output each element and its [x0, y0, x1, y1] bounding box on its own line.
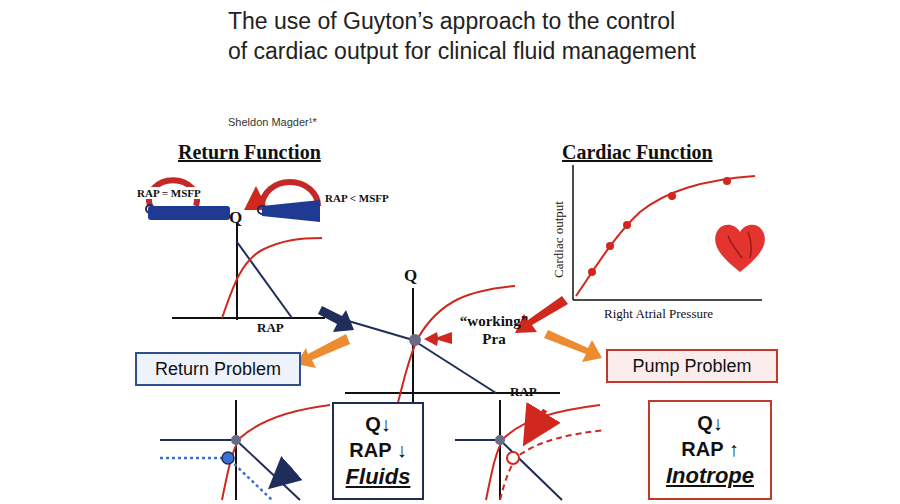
- return-graph: [172, 224, 325, 320]
- cardiac-graph: [573, 165, 765, 300]
- operating-point-label: “working” Pra: [455, 312, 533, 348]
- author: Sheldon Magder¹*: [228, 116, 317, 128]
- box-text: Q↓: [697, 410, 723, 436]
- pump-icon-less: [256, 182, 320, 222]
- problem-box: Return Problem: [135, 352, 301, 386]
- pump-problem-graph: [455, 400, 605, 500]
- pump-label: RAP = MSFP: [136, 187, 202, 199]
- treatment-box: Q↓RAP ↓Fluids: [332, 402, 424, 500]
- axis-label: RAP: [257, 320, 284, 336]
- axis-label: Cardiac output: [551, 201, 567, 278]
- section-heading: Cardiac Function: [562, 141, 713, 164]
- axis-label: Right Atrial Pressure: [604, 306, 713, 322]
- box-text: Return Problem: [155, 359, 281, 380]
- pump-label: RAP < MSFP: [324, 192, 390, 204]
- axis-label: Q: [229, 208, 242, 228]
- heart-icon: [715, 225, 765, 272]
- box-text: Fluids: [346, 463, 411, 491]
- box-text: Q↓: [365, 411, 391, 437]
- box-text: RAP ↓: [349, 437, 406, 463]
- title: The use of Guyton’s approach to the cont…: [228, 6, 698, 66]
- box-text: Pump Problem: [632, 356, 751, 377]
- axis-label: RAP: [510, 384, 537, 400]
- pump-problem-arrow: [544, 330, 602, 362]
- treatment-box: Q↓RAP ↑Inotrope: [648, 400, 772, 500]
- return-problem-graph: [160, 400, 330, 500]
- section-heading: Return Function: [178, 141, 321, 164]
- return-problem-arrow: [296, 334, 350, 368]
- box-text: RAP ↑: [681, 436, 738, 462]
- axis-label: Q: [404, 266, 417, 286]
- box-text: Inotrope: [666, 462, 754, 490]
- problem-box: Pump Problem: [606, 349, 778, 383]
- return-arrow: [318, 306, 354, 332]
